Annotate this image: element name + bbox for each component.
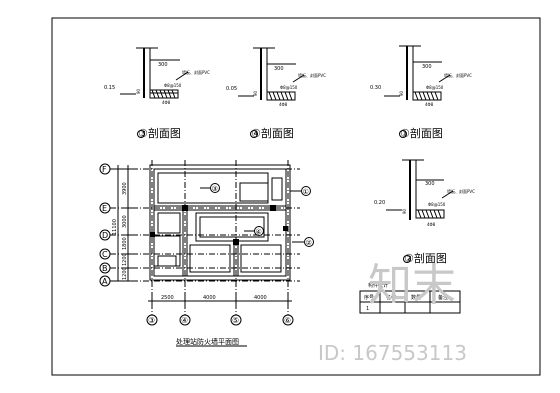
plan-callouts: ③ ④ ① ②: [200, 183, 314, 247]
svg-text:墙板、封面PVC: 墙板、封面PVC: [298, 72, 326, 78]
svg-text:4Φ8: 4Φ8: [279, 102, 288, 107]
svg-text:1800: 1800: [122, 237, 128, 250]
svg-text:Φ8@150: Φ8@150: [428, 202, 446, 207]
svg-text:300: 300: [425, 181, 435, 187]
watermark: 知末 ID: 167553113: [318, 260, 467, 365]
svg-text:E: E: [102, 204, 107, 213]
svg-text:构件统计: 构件统计: [368, 282, 388, 289]
svg-text:B: B: [102, 264, 108, 273]
svg-text:0.05: 0.05: [226, 86, 237, 92]
svg-text:4Φ8: 4Φ8: [425, 102, 434, 107]
svg-text:4000: 4000: [203, 295, 216, 301]
section-title: ③剖面图: [138, 126, 181, 140]
row-axes: F E D C B A: [99, 163, 111, 287]
svg-text:备注: 备注: [438, 294, 448, 301]
svg-text:90: 90: [402, 208, 407, 214]
svg-text:3900: 3900: [122, 182, 128, 195]
svg-text:③: ③: [148, 316, 155, 325]
section-dim-top: 300: [158, 62, 168, 68]
sheet-border: [51, 17, 541, 376]
svg-text:⑤: ⑤: [232, 316, 239, 325]
section-1: 300 0.30 90 墙板、封面PVC Φ8@150 4Φ8 ①剖面图: [370, 45, 472, 140]
svg-text:Φ8@150: Φ8@150: [164, 83, 182, 88]
svg-text:3000: 3000: [122, 215, 128, 228]
svg-text:③: ③: [212, 185, 218, 193]
section-2: 300 0.20 90 墙板、封面PVC Φ8@150 4Φ8 ②剖面图: [374, 159, 475, 265]
section-note: 墙板、封面PVC: [182, 69, 210, 75]
svg-text:1200: 1200: [122, 267, 128, 280]
svg-text:4Φ8: 4Φ8: [162, 100, 171, 105]
svg-text:Φ8@150: Φ8@150: [426, 85, 444, 90]
svg-text:90: 90: [136, 88, 141, 94]
section-4: 300 0.05 90 墙板、封面PVC Φ8@150 4Φ8 ④剖面图: [226, 47, 326, 140]
svg-text:序号: 序号: [364, 294, 374, 301]
svg-text:④: ④: [256, 228, 262, 236]
svg-text:①剖面图: ①剖面图: [400, 126, 443, 140]
svg-text:Φ8@150: Φ8@150: [280, 85, 298, 90]
svg-text:墙板、封面PVC: 墙板、封面PVC: [444, 72, 472, 78]
section-3: 300 0.15 90 墙板、封面PVC Φ8@150 4Φ8 ③剖面图: [104, 47, 210, 140]
svg-text:2500: 2500: [161, 295, 174, 301]
component-table: 构件统计 序号 名称 数量 备注 1: [359, 282, 461, 314]
svg-text:墙板、封面PVC: 墙板、封面PVC: [447, 188, 475, 194]
svg-text:11100: 11100: [112, 219, 118, 235]
svg-text:4Φ8: 4Φ8: [427, 222, 436, 227]
column-axes: ③ ④ ⑤ ⑥: [146, 314, 294, 326]
svg-text:0.30: 0.30: [370, 85, 381, 91]
watermark-id: ID: 167553113: [318, 341, 467, 365]
svg-text:②: ②: [306, 239, 312, 247]
svg-text:300: 300: [274, 66, 284, 72]
svg-text:C: C: [102, 250, 108, 259]
svg-text:名称: 名称: [386, 294, 396, 301]
plan-title: 处理站防火墙平面图: [176, 337, 239, 346]
svg-text:F: F: [102, 165, 107, 174]
svg-text:1: 1: [366, 306, 369, 312]
svg-text:④: ④: [181, 316, 188, 325]
section-level: 0.15: [104, 85, 115, 91]
svg-text:A: A: [102, 277, 108, 286]
svg-text:300: 300: [422, 64, 432, 70]
svg-text:数量: 数量: [411, 294, 421, 301]
svg-text:4000: 4000: [254, 295, 267, 301]
fire-wall-plan: ③ ④ ① ② 3900 3000 1800 1200 1200 1110: [99, 160, 314, 347]
svg-text:1200: 1200: [122, 253, 128, 266]
svg-text:D: D: [102, 231, 108, 240]
svg-text:①: ①: [303, 188, 309, 196]
svg-text:④剖面图: ④剖面图: [251, 126, 294, 140]
svg-text:90: 90: [399, 90, 404, 96]
svg-text:90: 90: [253, 90, 258, 96]
svg-text:0.20: 0.20: [374, 200, 385, 206]
watermark-logo: 知末: [368, 260, 456, 311]
svg-text:②剖面图: ②剖面图: [404, 251, 447, 265]
svg-text:⑥: ⑥: [284, 316, 291, 325]
